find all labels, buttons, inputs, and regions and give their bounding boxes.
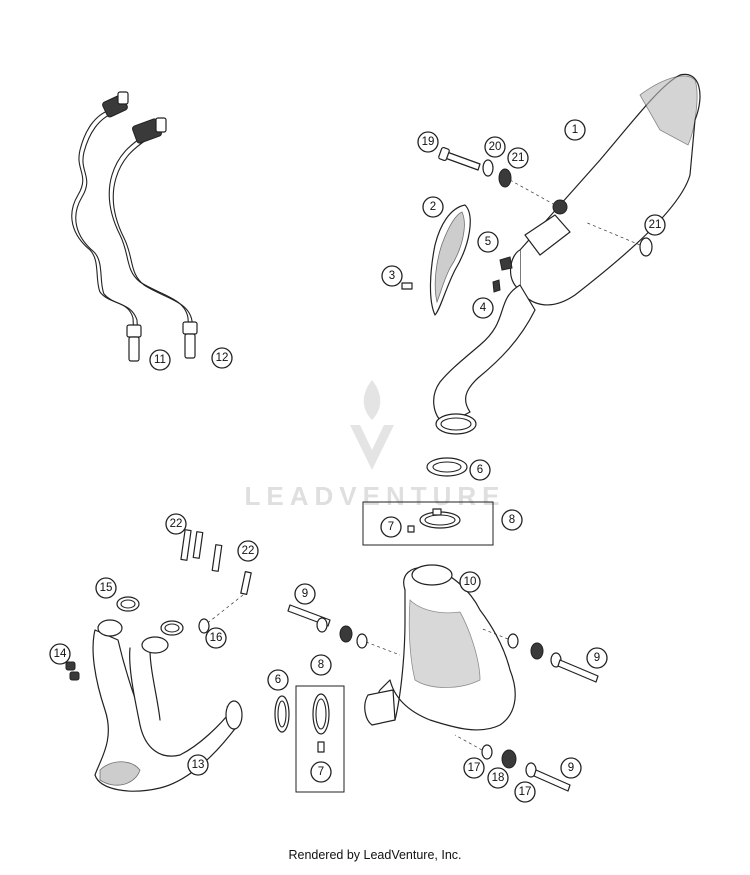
callout-17-right: 17 — [514, 781, 536, 803]
svg-text:1: 1 — [572, 124, 578, 136]
svg-text:9: 9 — [594, 652, 600, 664]
callout-3: 3 — [381, 265, 403, 287]
callout-21-right: 21 — [644, 214, 666, 236]
svg-text:18: 18 — [492, 772, 505, 784]
callout-19: 19 — [417, 131, 439, 153]
callout-12: 12 — [211, 347, 233, 369]
callout-9-left: 9 — [294, 583, 316, 605]
callout-18: 18 — [487, 767, 509, 789]
leadventure-watermark: LEADVENTURE — [244, 380, 505, 511]
clamp-kit-box-upper — [362, 501, 494, 546]
svg-text:4: 4 — [480, 302, 487, 314]
callout-6-top: 6 — [469, 459, 491, 481]
svg-text:14: 14 — [54, 648, 67, 660]
pre-muffler-bolts — [287, 604, 599, 792]
callout-6-bottom: 6 — [267, 669, 289, 691]
pre-muffler — [364, 564, 516, 731]
watermark-text: LEADVENTURE — [244, 481, 505, 511]
svg-text:15: 15 — [100, 582, 113, 594]
callout-7-top: 7 — [380, 516, 402, 538]
svg-text:6: 6 — [275, 674, 281, 686]
svg-text:21: 21 — [649, 219, 662, 231]
svg-text:8: 8 — [509, 514, 515, 526]
silencer-bolt-set — [438, 146, 556, 206]
callout-9-bottom: 9 — [560, 757, 582, 779]
callout-7-bottom: 7 — [310, 761, 332, 783]
gasket-lower — [274, 695, 290, 733]
shield-screws — [401, 256, 513, 293]
callout-9-right: 9 — [586, 647, 608, 669]
svg-text:3: 3 — [389, 270, 395, 282]
callout-1: 1 — [564, 119, 586, 141]
header-nuts — [65, 618, 210, 681]
callout-22-left: 22 — [165, 513, 187, 535]
svg-text:13: 13 — [192, 759, 205, 771]
callout-14: 14 — [49, 643, 71, 665]
svg-text:20: 20 — [489, 141, 502, 153]
callout-13: 13 — [187, 754, 209, 776]
svg-text:6: 6 — [477, 464, 483, 476]
svg-text:7: 7 — [388, 521, 394, 533]
callout-5: 5 — [477, 231, 499, 253]
footer-credit: Rendered by LeadVenture, Inc. — [288, 848, 462, 862]
callout-15: 15 — [95, 577, 117, 599]
svg-text:9: 9 — [568, 762, 574, 774]
callout-11: 11 — [149, 349, 171, 371]
svg-text:5: 5 — [485, 236, 491, 248]
clamp-kit-box-lower — [295, 685, 345, 793]
gasket-upper — [426, 457, 468, 477]
svg-text:8: 8 — [318, 659, 324, 671]
svg-text:17: 17 — [468, 762, 481, 774]
callout-2: 2 — [422, 196, 444, 218]
studs — [180, 529, 252, 626]
svg-text:19: 19 — [422, 136, 435, 148]
callout-8-bottom: 8 — [310, 654, 332, 676]
callout-20: 20 — [484, 136, 506, 158]
exhaust-port-gaskets — [116, 596, 184, 636]
callout-4: 4 — [472, 297, 494, 319]
callout-16: 16 — [205, 627, 227, 649]
callout-22-right: 22 — [237, 540, 259, 562]
svg-text:10: 10 — [464, 576, 477, 588]
svg-text:2: 2 — [430, 201, 436, 213]
svg-text:22: 22 — [170, 518, 183, 530]
svg-text:22: 22 — [242, 545, 255, 557]
svg-text:17: 17 — [519, 786, 532, 798]
callout-17-left: 17 — [463, 757, 485, 779]
svg-text:16: 16 — [210, 632, 223, 644]
svg-text:12: 12 — [216, 352, 229, 364]
heat-shield — [429, 204, 471, 316]
svg-text:21: 21 — [512, 152, 525, 164]
lambda-sensor-cables — [71, 91, 198, 362]
svg-text:7: 7 — [318, 766, 324, 778]
callout-10: 10 — [459, 571, 481, 593]
svg-text:11: 11 — [154, 354, 166, 366]
header-pipes — [92, 619, 243, 792]
silencer-grommet-right — [584, 221, 653, 257]
svg-text:9: 9 — [302, 588, 308, 600]
callout-8-top: 8 — [501, 509, 523, 531]
callout-21-top: 21 — [507, 147, 529, 169]
